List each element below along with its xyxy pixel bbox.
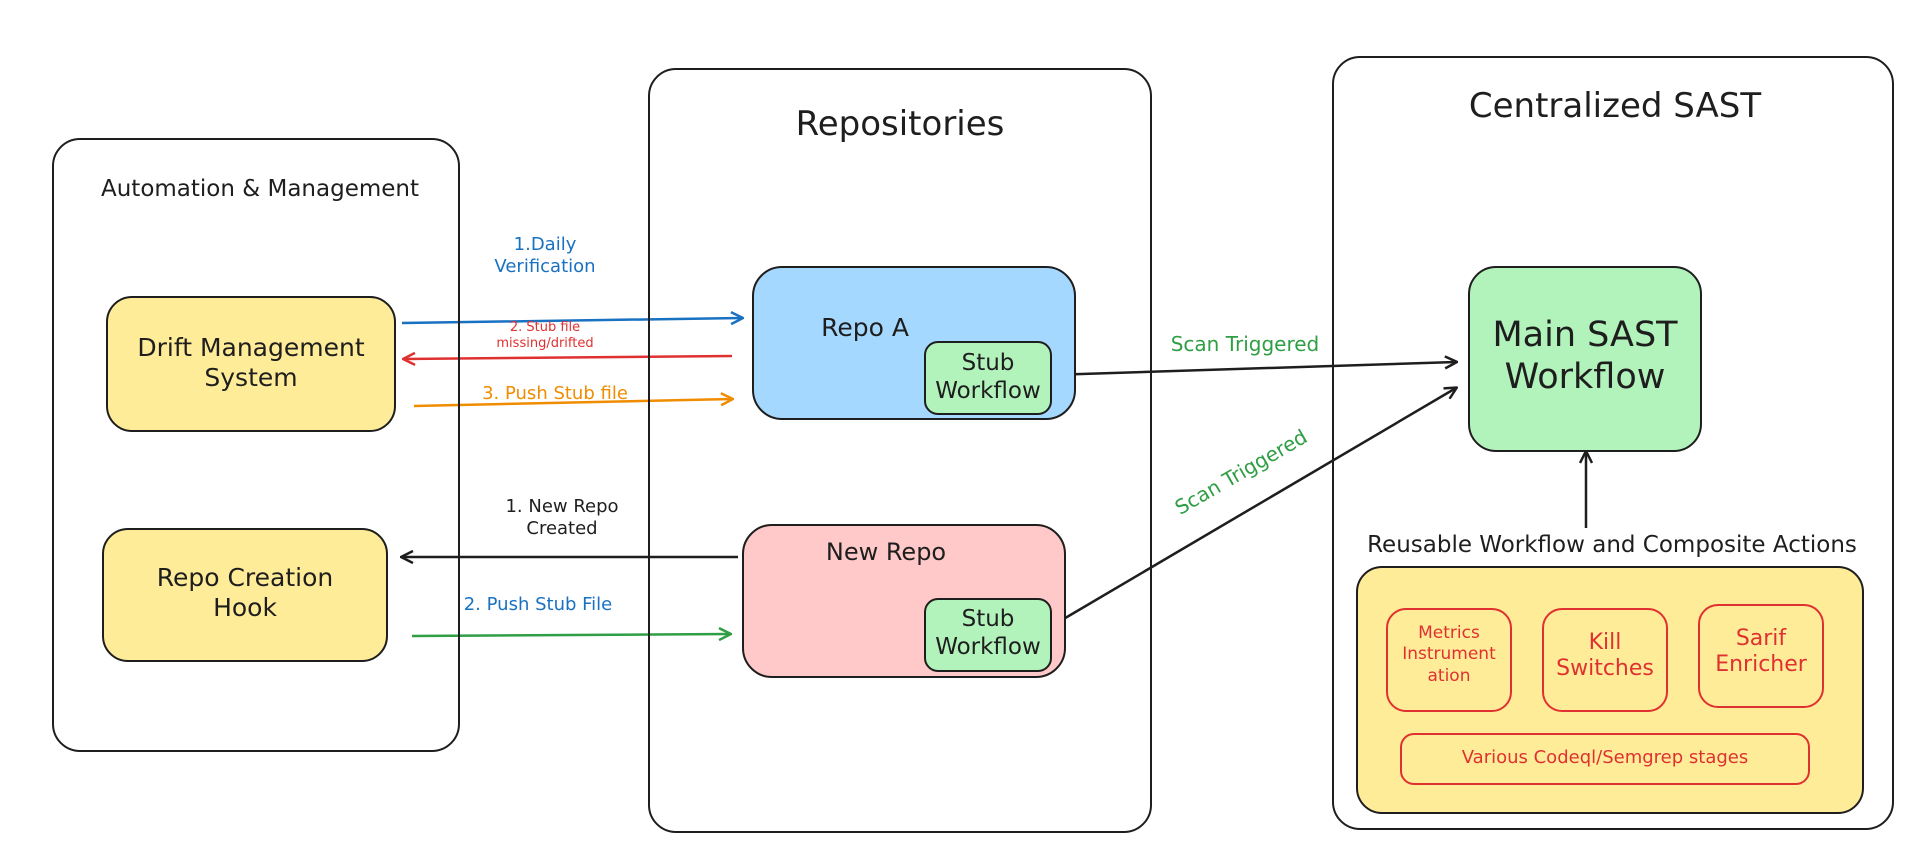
kill-switches-node <box>1542 608 1668 712</box>
centralized-sast-group-title: Centralized SAST <box>1468 86 1762 126</box>
codeql-semgrep-stages-label: Various Codeql/Semgrep stages <box>1461 747 1749 768</box>
edge-label-push-stub-file: 3. Push Stub file <box>482 383 628 404</box>
edge-label-new-repo-created: 1. New Repo Created <box>505 496 619 539</box>
metrics-instrumentation-label: Metrics Instrument ation <box>1402 623 1496 686</box>
reusable-actions-container <box>1356 566 1864 814</box>
stub-workflow-a-node <box>924 341 1052 415</box>
repo-creation-hook-label: Repo Creation Hook <box>156 563 334 622</box>
repo-a-label: Repo A <box>821 313 909 342</box>
arrow-push-stub-file <box>413 399 732 408</box>
centralized-sast-group <box>1332 56 1894 830</box>
stub-workflow-new-node <box>924 598 1052 672</box>
drift-management-system-label: Drift Management System <box>137 333 365 392</box>
edge-label-push-stub-file-2: 2. Push Stub File <box>463 594 613 615</box>
codeql-semgrep-stages-node <box>1400 733 1810 785</box>
arrow-scan-triggered-1 <box>1049 362 1456 377</box>
edge-label-daily-verification: 1.Daily Verification <box>494 234 596 277</box>
arrow-scan-triggered-2 <box>1049 388 1456 629</box>
repo-creation-hook-node <box>102 528 388 662</box>
new-repo-label: New Repo <box>825 538 947 566</box>
reusable-workflow-title: Reusable Workflow and Composite Actions <box>1367 532 1857 558</box>
metrics-instrumentation-node <box>1386 608 1512 712</box>
stub-workflow-a-label: Stub Workflow <box>935 350 1041 404</box>
edge-label-scan-triggered-1: Scan Triggered <box>1170 332 1320 356</box>
kill-switches-label: Kill Switches <box>1556 630 1654 682</box>
arrow-push-stub-file-2 <box>411 634 730 636</box>
stub-workflow-new-label: Stub Workflow <box>935 606 1041 660</box>
automation-group-title: Automation & Management <box>100 176 420 202</box>
sarif-enricher-label: Sarif Enricher <box>1715 626 1807 678</box>
edge-label-stub-missing: 2. Stub file missing/drifted <box>496 320 594 352</box>
repositories-group <box>648 68 1152 833</box>
sarif-enricher-node <box>1698 604 1824 708</box>
drift-management-system-node <box>106 296 396 432</box>
repositories-group-title: Repositories <box>795 104 1005 144</box>
main-sast-workflow-label: Main SAST Workflow <box>1492 315 1678 397</box>
automation-group <box>52 138 460 752</box>
main-sast-workflow-node <box>1468 266 1702 452</box>
